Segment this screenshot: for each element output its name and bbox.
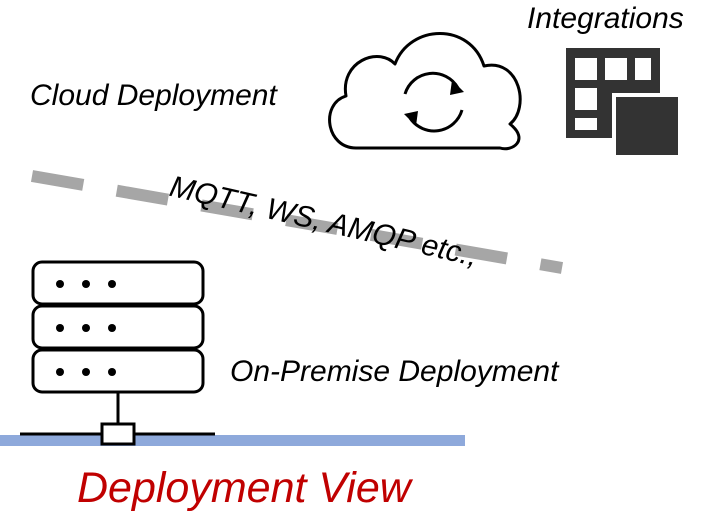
dashed-divider <box>30 170 564 274</box>
on-premise-deployment-label: On-Premise Deployment <box>230 355 559 388</box>
server-status-lights <box>56 280 116 376</box>
integrations-grid-icon <box>566 48 682 159</box>
integrations-label: Integrations <box>527 2 684 35</box>
cloud-icon <box>328 32 522 151</box>
network-line <box>0 435 465 446</box>
server-rack-icon <box>31 260 205 446</box>
diagram-title: Deployment View <box>77 464 411 512</box>
cloud-deployment-label: Cloud Deployment <box>30 79 277 112</box>
